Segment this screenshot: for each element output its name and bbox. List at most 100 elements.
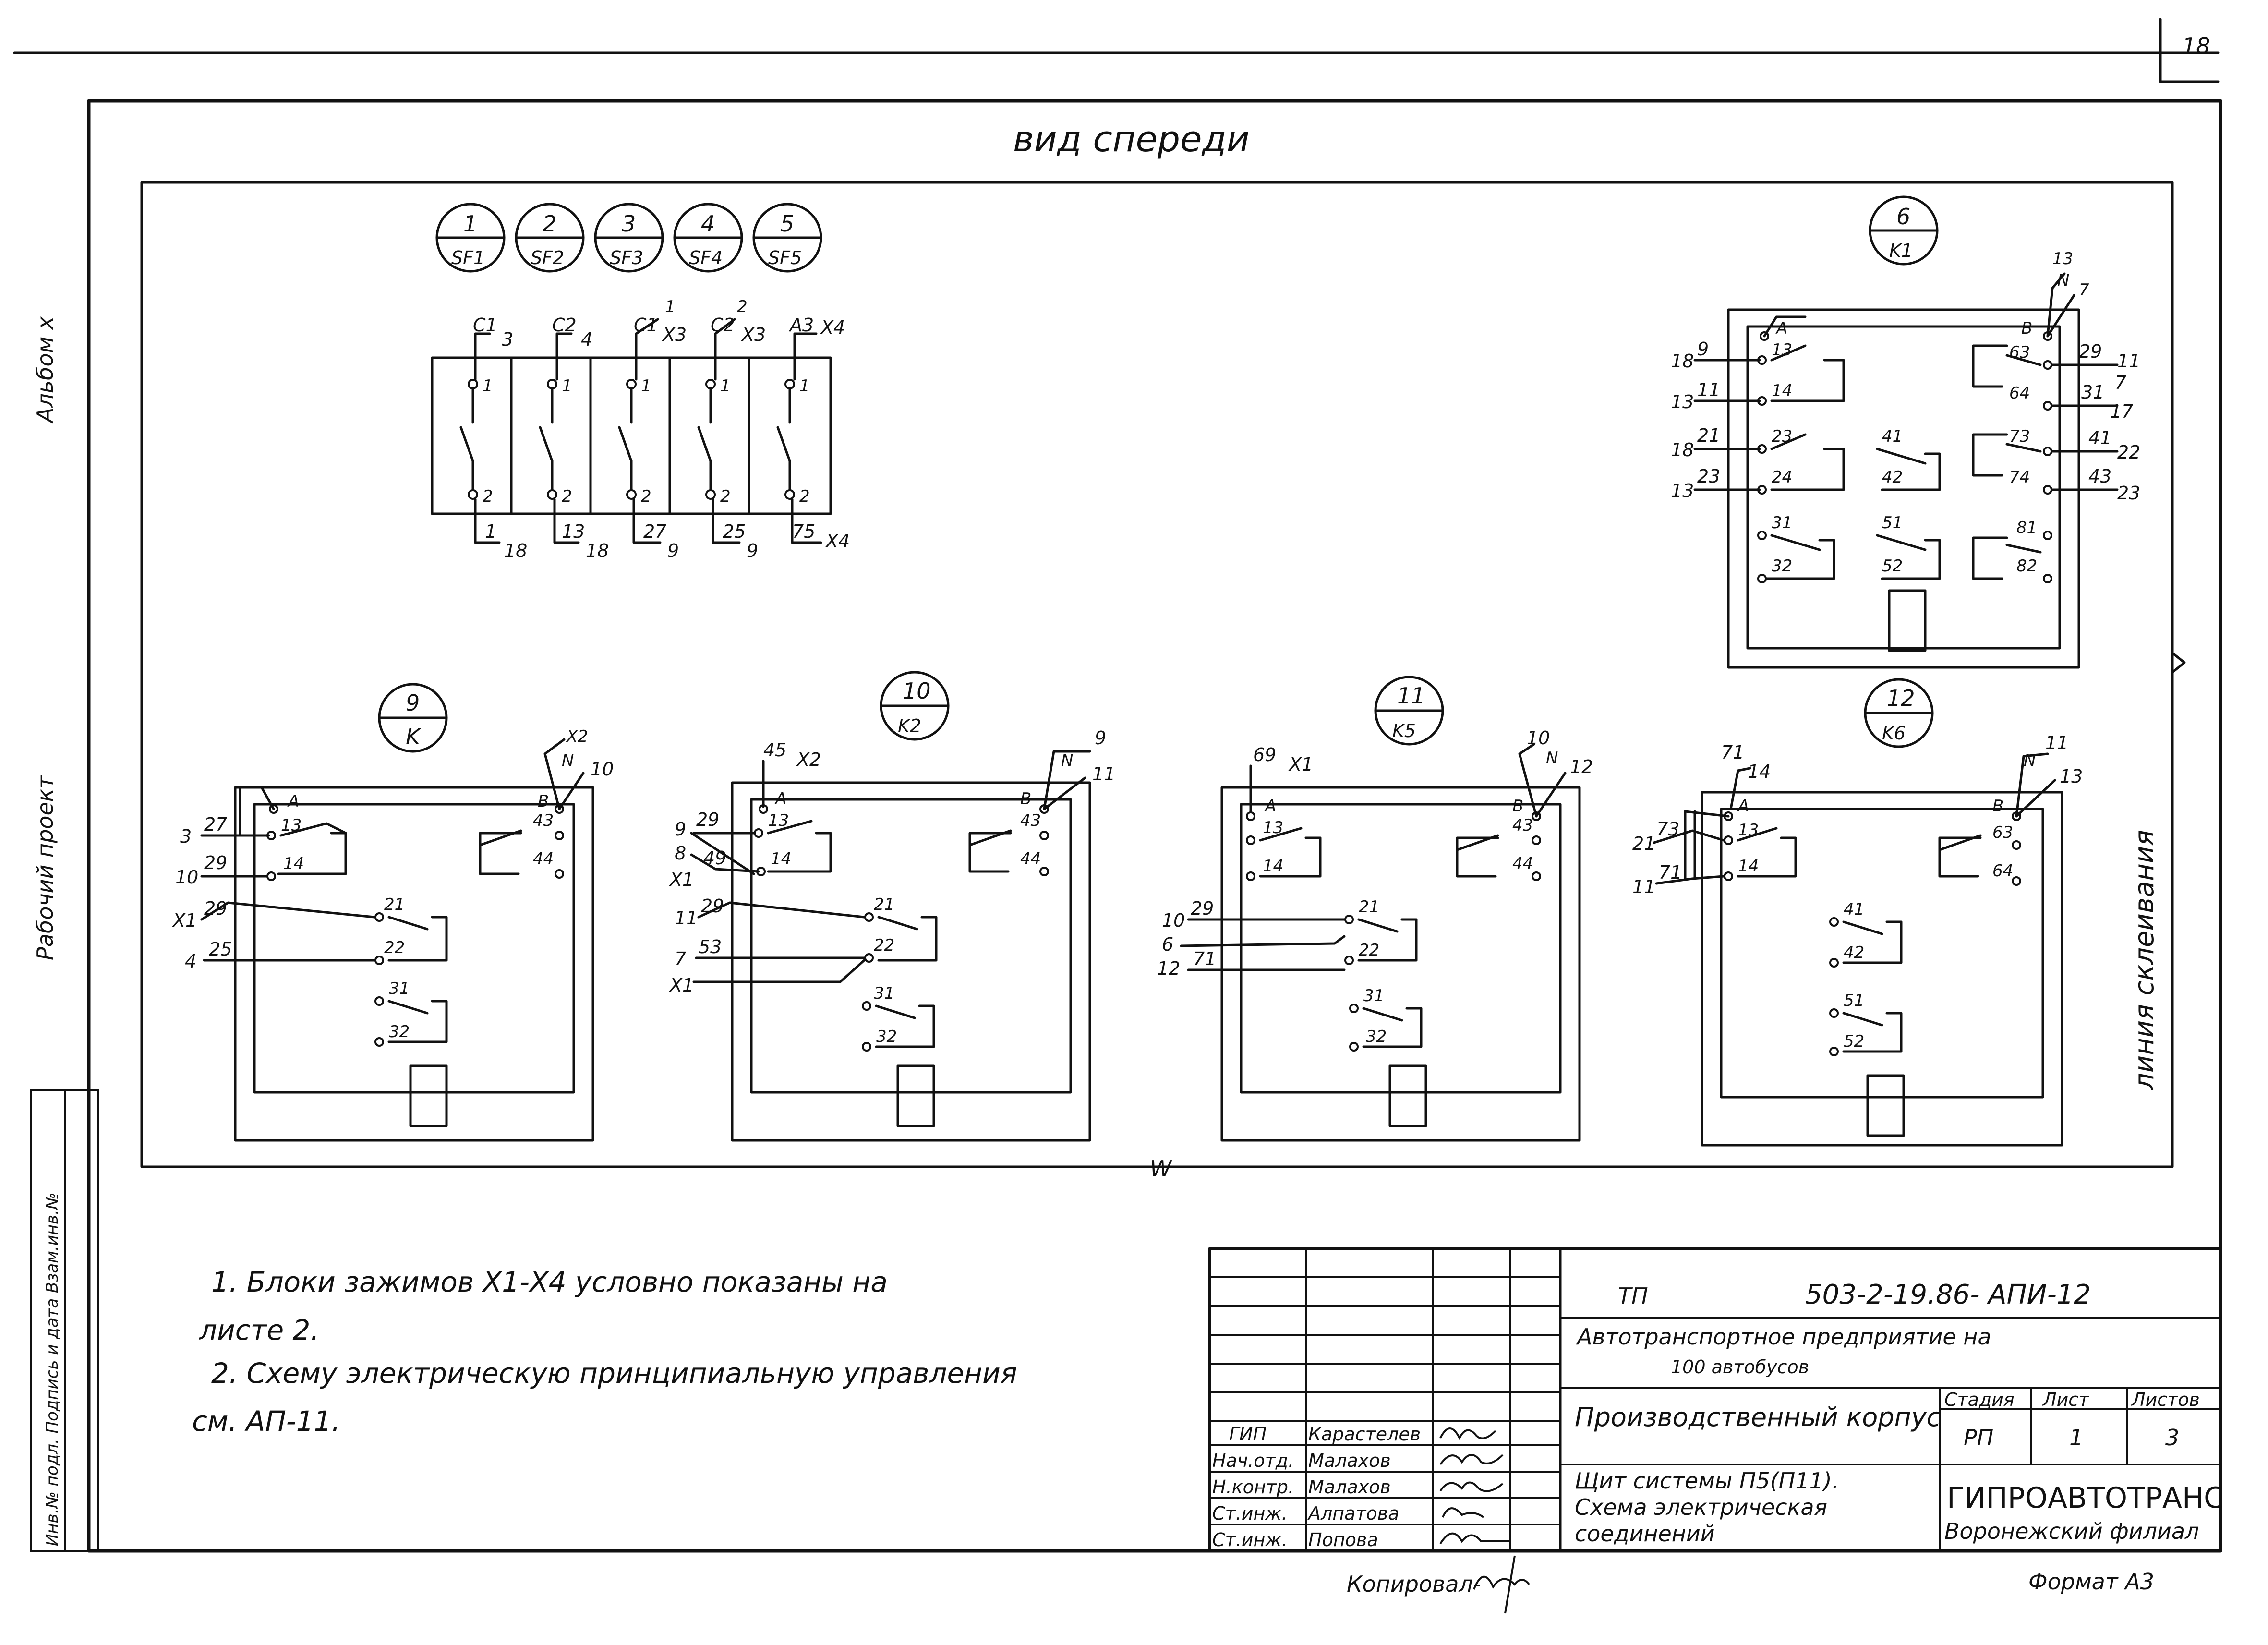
relay-k2-left-6-dest: X1 [669,975,694,996]
relay-k2-top-left: 45 [763,739,786,761]
relay-k6-n-extra: 11 [2045,732,2068,753]
relay-k1-pin-52: 52 [1882,556,1903,576]
relay-k1-row-3-dest: 18 [1671,439,1694,460]
relay-k-pin-32: 32 [389,1022,410,1041]
relay-k1-row-3: 18 21 23 [1671,425,1807,460]
break-mark: W [1150,1156,1172,1182]
format-label: Формат А3 [2028,1569,2154,1595]
breaker-sf3-top-extra: 1 [665,297,676,316]
relay-k5-row-12-wire: 71 [1193,948,1216,969]
sheets-value: 3 [2165,1425,2179,1451]
relay-k1-right-4-pin: 74 [2009,468,2030,487]
relay-k1-code: K1 [1889,240,1913,261]
relay-k1-row-4: 13 23 24 [1671,448,1845,501]
relay-k1-pin-41: 41 [1882,427,1903,446]
breaker-sf4-num: 4 [701,211,715,237]
relay-k5-num: 11 [1397,683,1425,709]
breaker-sf5-num: 5 [780,211,794,237]
relay-k5-pin-32: 32 [1366,1027,1387,1046]
relay-k-row-2-wire: 29 [204,852,227,873]
relay-k2-left-1-wire: 29 [696,809,719,830]
sheet-title-line-3: соединений [1575,1521,1715,1547]
breaker-sf3-pin-bot: 2 [641,487,651,506]
breaker-sf4-code: SF4 [689,247,723,268]
relay-k1-top-right-1: 13 [2052,249,2073,268]
relay-k1-pin-81: 81 [2016,518,2037,537]
breaker-sf1-bot-dest: 18 [504,540,527,561]
relay-k1-pin-32: 32 [1772,556,1792,576]
relay-k6-pin-42: 42 [1844,943,1864,962]
relay-k5-row-21-dest: 10 [1162,910,1185,931]
relay-k1-right-2-dest: 17 [2110,401,2133,422]
relay-k: 9 K A B X2 N 10 3 27 13 10 29 14 [172,683,614,1142]
breaker-sf2-bot-wire: 13 [562,521,585,542]
relay-k5-pin-22: 22 [1359,941,1379,960]
relay-k-row-4: 4 25 22 [185,938,405,972]
relay-k1-terminal-b: B [2021,319,2032,338]
relay-k-row-1: 3 27 13 [180,814,347,875]
relay-k2-left-1-pin: 13 [768,811,789,830]
breaker-sf2-code: SF2 [531,247,564,268]
relay-k1-terminal-a: A [1775,319,1787,338]
relay-k2-left-2-pin: 14 [771,849,791,869]
staff-name-1: Карастелев [1308,1424,1421,1445]
relay-k1-row-1-dest: 18 [1671,351,1694,372]
signature-5 [1439,1532,1510,1545]
relay-k2-n-dest: 11 [1092,763,1115,785]
object-name-line-2: 100 автобусов [1671,1356,1809,1378]
breaker-sf4-bot-wire: 25 [723,521,746,542]
relay-k1-right-2-pin: 64 [2009,384,2030,403]
relay-k1-right-3-wire: 41 [2088,427,2111,448]
relay-k-row-4-pin: 22 [384,938,405,957]
margin-album-label: Альбом х [32,316,58,424]
breaker-sf4-bot-dest: 9 [747,540,758,561]
relay-k6-terminal-b: B [1992,797,2003,816]
relay-k1-row-2-dest: 13 [1671,391,1694,412]
relay-k1-right-4-dest: 23 [2117,483,2140,504]
staff-name-5: Попова [1308,1529,1378,1550]
relay-k1-right-row-2: 64 31 17 [2009,382,2133,422]
glue-line-break [2171,652,2186,674]
sheet-label: Лист [2042,1389,2090,1410]
relay-k6-terminal-a: A [1737,797,1749,816]
relay-k1-right-extra: 7 [2115,372,2126,393]
note-2-line-1: 2. Схему электрическую принципиальную уп… [211,1357,1017,1390]
breaker-sf3-bot-dest: 9 [667,540,679,561]
breaker-sf2-top-dest: 4 [581,329,592,350]
relay-k2-left-2-dest: 8 [675,843,686,864]
relay-k2-code: K2 [898,715,921,737]
relay-k1-pin-42: 42 [1882,468,1903,487]
relay-k1-right-2-wire: 31 [2081,382,2104,403]
relay-k5-pin-44: 44 [1512,854,1533,873]
relay-k-pin-31: 31 [389,979,410,998]
breaker-sf5-pin-bot: 2 [799,487,810,506]
relay-k6-pin-14: 14 [1738,857,1759,876]
breaker-sf1-top-wire: C1 [473,314,497,336]
relay-k2-left-2-wire: 49 [703,847,726,869]
relay-k6: 12 K6 71 14 A B N 11 13 21 73 13 11 71 1… [1632,678,2083,1147]
relay-k5-pin-21: 21 [1359,897,1379,917]
relay-k-row-1-dest: 3 [180,826,192,847]
relay-k1-top-right-2: 7 [2079,280,2089,300]
relay-k5-pin-14: 14 [1263,857,1283,876]
signature-1 [1439,1427,1496,1440]
relay-k6-n: N [2024,751,2036,770]
relay-k2-left-4-dest: 11 [675,907,698,929]
breaker-sf5-bot-wire: 75 [792,521,815,542]
relay-k1-num: 6 [1896,204,1910,230]
relay-k-row-3-dest: X1 [172,910,197,931]
drawing-frame [13,18,2222,1553]
relay-k5-row-22-dest: 6 [1162,934,1173,955]
breaker-sf4-top-wire: C2 [711,314,735,336]
designation: 503-2-19.86- АПИ-12 [1805,1279,2091,1310]
relay-k-pin-44: 44 [533,849,554,869]
relay-k2-left-5-dest: 7 [675,948,686,969]
relay-k2-terminal-a: A [774,789,786,809]
relay-k2-left-4-pin: 21 [874,895,894,914]
view-title: вид спереди [1013,119,1250,160]
breaker-sf5-code: SF5 [768,247,802,268]
relay-k1-right-row-4: 74 43 23 [2009,466,2140,504]
organization-name: ГИПРОАВТОТРАНС [1947,1481,2224,1515]
staff-name-4: Алпатова [1307,1503,1399,1524]
